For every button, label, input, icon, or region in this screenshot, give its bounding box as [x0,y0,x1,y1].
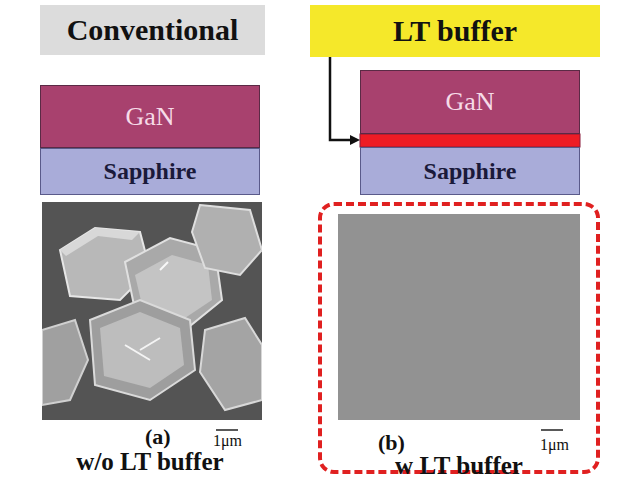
layer-box: GaN [40,85,260,148]
highlight-frame: (b)1μmw LT buffer [318,202,600,474]
caption-label: w/o LT buffer [76,448,223,476]
box-text: GaN [445,87,494,117]
pointer-arrow [330,57,352,140]
panel-label: (a) [145,424,171,450]
caption-label: w LT buffer [322,452,596,480]
title-box: Conventional [40,5,265,55]
arrow-head [350,135,360,145]
box-text: LT buffer [393,14,517,48]
sem-image-b [338,214,580,420]
sem-image-a [42,202,262,420]
buffer-layer [360,134,580,147]
sem-texture [338,214,580,420]
title-box: LT buffer [310,5,600,57]
scale-bar [541,429,563,431]
layer-box: Sapphire [360,147,580,195]
scale-label: 1μm [540,436,569,454]
box-text: Sapphire [424,158,517,185]
box-text: Sapphire [104,158,197,185]
layer-box: GaN [360,70,580,134]
layer-box: Sapphire [40,148,260,195]
box-text: GaN [125,102,174,132]
box-text: Conventional [67,13,239,47]
scale-label: 1μm [213,432,242,450]
scale-bar [216,429,238,431]
